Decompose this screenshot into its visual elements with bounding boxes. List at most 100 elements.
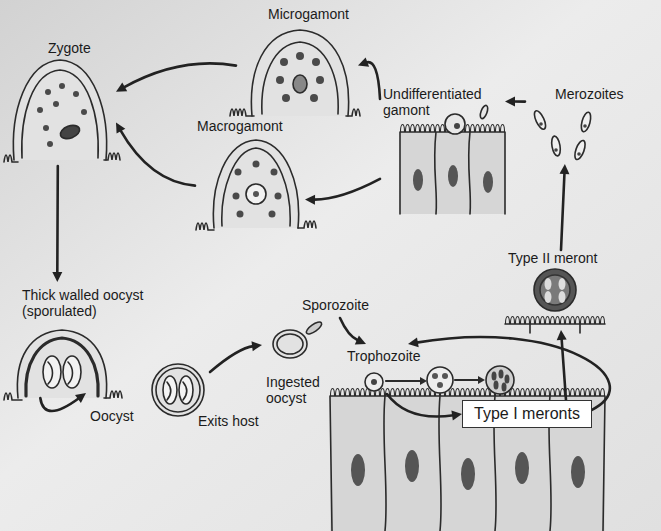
merozoites-drawing-part — [539, 122, 587, 156]
arrow-head — [52, 272, 62, 282]
life-stage: Oocyst — [86, 358, 210, 428]
epithelial-cells-lower-part — [478, 376, 485, 384]
zygote-drawing-part-part — [37, 107, 43, 113]
cycle-arrow — [116, 123, 195, 186]
macrogamont-drawing-part — [253, 191, 259, 197]
cycle-arrow — [505, 97, 525, 107]
arrow-line — [123, 63, 236, 87]
merozoites-drawing-part — [573, 139, 587, 161]
epithelial-cells-lower-part-part — [515, 452, 529, 484]
life-stage: Zygote — [4, 38, 116, 166]
arrow-head — [116, 83, 127, 92]
arrow-line — [314, 179, 381, 200]
cycle-arrow — [52, 166, 62, 282]
macrogamont-drawing-part-part — [253, 161, 260, 168]
merozoites-drawing-part — [550, 135, 561, 156]
macrogamont-drawing-part — [213, 140, 298, 228]
microgamont-drawing — [230, 30, 360, 116]
type-two-meront-drawing-part — [505, 324, 605, 333]
epithelial-cells-upper — [400, 104, 505, 214]
note-holder: Exits host — [198, 413, 259, 429]
ingested-oocyst-drawing — [273, 320, 323, 358]
arrow-line — [416, 337, 609, 410]
type-two-meront-drawing-part-part — [545, 291, 552, 303]
epithelial-cells-upper-part — [454, 123, 460, 129]
stage-label: Microgamont — [268, 6, 349, 22]
life-stage: Sporozoite — [300, 294, 380, 318]
macrogamont-drawing-part-part — [275, 193, 282, 200]
type-two-meront-drawing-part — [505, 312, 605, 324]
oocyst-drawing — [152, 364, 204, 416]
epithelial-cells-lower-part-part — [492, 372, 497, 381]
macrogamont-drawing-part-part — [233, 193, 240, 200]
oocyst-drawing-part — [156, 368, 200, 412]
cycle-arrow — [210, 341, 262, 372]
stage-label: Sporozoite — [302, 297, 369, 313]
cycle-arrow — [305, 179, 380, 205]
life-stage: Undifferentiated gamont — [380, 86, 505, 215]
stage-label: Merozoites — [555, 86, 623, 102]
merozoites-drawing-part-part — [577, 152, 581, 156]
microgamont-drawing-part — [293, 75, 307, 93]
epithelial-cells-lower-part-part — [437, 382, 443, 388]
type-two-meront-drawing-part — [545, 278, 566, 303]
type-two-meront-drawing-part-part — [545, 278, 552, 290]
microgamont-drawing-part-part — [296, 52, 304, 60]
merozoites-drawing-part-part — [554, 148, 558, 152]
life-stage: Type II meront — [505, 250, 617, 330]
arrow-line — [210, 346, 254, 372]
zygote-drawing-part — [4, 153, 120, 162]
microgamont-drawing-part — [230, 109, 360, 116]
oocyst-drawing-part — [152, 364, 204, 416]
epithelial-cells-lower-part-part — [499, 370, 504, 379]
arrow-line — [340, 318, 358, 341]
merozoites-drawing-part-part — [539, 122, 543, 126]
macrogamont-drawing-part — [196, 221, 316, 230]
cycle-arrow — [40, 393, 86, 411]
stage-label: Oocyst — [90, 408, 134, 424]
macrogamont-drawing-part-part — [271, 169, 278, 176]
zygote-drawing-part-part — [45, 89, 51, 95]
type-two-meront-drawing-part — [540, 275, 570, 305]
macrogamont-drawing — [196, 140, 316, 230]
arrow-head — [305, 195, 315, 205]
arrow-head — [116, 123, 125, 134]
epithelial-cells-upper-part — [400, 132, 505, 214]
epithelial-cells-lower-part — [371, 379, 377, 385]
type-two-meront-drawing-part-part — [559, 291, 566, 303]
ingested-oocyst-drawing-part — [305, 320, 324, 336]
epithelial-cells-lower-part-part — [442, 373, 448, 379]
cycle-arrow — [387, 394, 462, 420]
microgamont-drawing-part-part — [282, 94, 290, 102]
life-stage: Thick walled oocyst (sporulated) — [8, 282, 178, 398]
macrogamont-drawing-part — [233, 161, 282, 218]
arrow-line — [387, 394, 454, 417]
epithelial-cells-lower-part-part — [494, 381, 499, 390]
epithelial-cells-lower-part — [432, 373, 448, 388]
epithelial-cells-lower-part-part — [502, 383, 507, 392]
arrow-line — [366, 62, 380, 99]
epithelial-cells-lower-part — [492, 370, 510, 392]
arrow-line — [40, 398, 79, 411]
zygote-drawing-part-part — [43, 125, 49, 131]
cycle-arrow — [560, 164, 570, 250]
epithelial-cells-lower-part — [330, 396, 605, 531]
merozoites-drawing-part-part — [583, 124, 587, 128]
epithelial-cells-lower-part — [486, 366, 514, 394]
zygote-drawing-part-part — [47, 141, 53, 147]
stage-label: Macrogamont — [197, 118, 283, 134]
microgamont-drawing-part-part — [276, 76, 284, 84]
epithelial-cells-lower-part — [386, 380, 478, 381]
zygote-drawing-part-part — [53, 101, 59, 107]
microgamont-drawing-part-part — [316, 76, 324, 84]
merozoites-drawing — [532, 109, 592, 161]
arrow-head — [451, 411, 462, 421]
stage-label: Thick walled oocyst (sporulated) — [22, 287, 162, 319]
microgamont-drawing-part-part — [310, 94, 318, 102]
zygote-drawing-part-part — [59, 83, 65, 89]
cycle-arrow — [358, 57, 380, 99]
epithelial-cells-upper-part-part — [413, 169, 423, 191]
zygote-drawing — [4, 60, 120, 162]
